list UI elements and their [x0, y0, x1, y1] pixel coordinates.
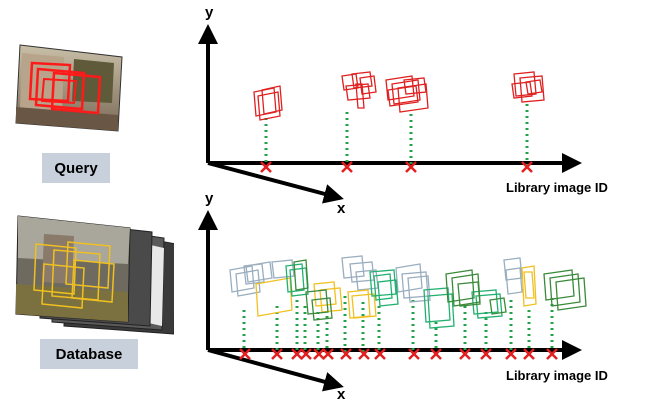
query-caption: Query: [42, 153, 110, 183]
query-image: [15, 44, 123, 132]
query-feature-boxes: [253, 71, 545, 121]
database-markers: [239, 348, 558, 360]
query-markers: [260, 161, 533, 173]
database-feature-boxes: [229, 255, 587, 329]
query-marker-1: [260, 161, 272, 173]
database-image-stack: [15, 215, 174, 335]
query-x-label: x: [337, 200, 346, 217]
database-x-axis: [207, 348, 344, 392]
query-x-axis: [207, 161, 344, 204]
query-box-group-4: [511, 71, 545, 103]
query-box-group-2: [341, 71, 377, 109]
database-caption: Database: [40, 339, 138, 369]
query-horizontal-label: Library image ID: [506, 180, 608, 195]
query-marker-2: [341, 161, 353, 173]
query-y-label: y: [205, 4, 214, 21]
query-marker-3: [405, 161, 417, 173]
query-box-group-1: [253, 85, 283, 121]
database-axes: [198, 210, 582, 392]
database-horizontal-label: Library image ID: [506, 368, 608, 383]
database-y-label: y: [205, 190, 214, 207]
database-x-label: x: [337, 386, 346, 403]
query-dotted-lines: [264, 104, 529, 165]
query-marker-4: [521, 161, 533, 173]
query-box-group-3: [385, 75, 429, 113]
database-dotted-lines: [242, 296, 554, 352]
